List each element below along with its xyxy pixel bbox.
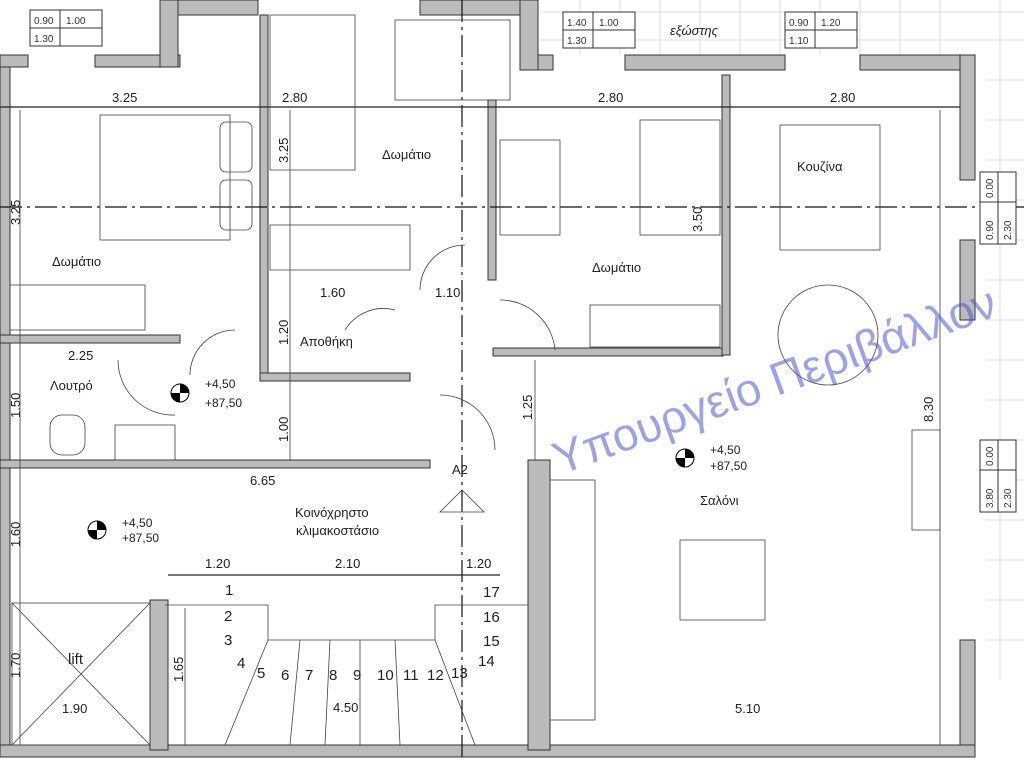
dimension-label: 1.20 bbox=[205, 556, 230, 571]
stair-step-number: 9 bbox=[353, 667, 361, 684]
stair-step-number: 11 bbox=[403, 667, 419, 684]
label: 1.20 bbox=[821, 18, 841, 29]
room-label-balcony: εξώστης bbox=[670, 23, 719, 38]
label: 1.00 bbox=[599, 18, 619, 29]
window-table: 0.00 0.90 2.30 bbox=[979, 171, 1017, 245]
level-value: +4,50 bbox=[710, 443, 741, 457]
level-value: +4,50 bbox=[122, 516, 153, 530]
dimension-label: 1.70 bbox=[8, 653, 23, 678]
window-table: 1.40 1.00 1.30 bbox=[562, 11, 636, 49]
label: 0.00 bbox=[985, 178, 996, 198]
dimension-label: 4.50 bbox=[333, 700, 358, 715]
label: 1.40 bbox=[567, 18, 587, 29]
stair-step-number: 17 bbox=[483, 584, 500, 601]
level-value: +87,50 bbox=[122, 531, 159, 545]
room-labels: Δωμάτιο Δωμάτιο Δωμάτιο Κουζίνα Αποθήκη … bbox=[50, 23, 843, 668]
dimension-label: 3.25 bbox=[276, 138, 291, 163]
room-label-bathroom: Λουτρό bbox=[50, 378, 93, 393]
level-value: +4,50 bbox=[205, 377, 236, 391]
window-tables: 0.90 1.00 1.30 1.40 1.00 1.30 0.90 1.20 1.10 0.00… bbox=[29, 9, 1017, 513]
dimension-label: 1.10 bbox=[435, 285, 460, 300]
dimension-label: 8.30 bbox=[921, 397, 936, 422]
stair-step-number: 15 bbox=[483, 633, 500, 650]
dimension-label: 2.25 bbox=[68, 348, 93, 363]
room-label-living: Σαλόνι bbox=[700, 493, 739, 508]
dimension-label: 1.20 bbox=[276, 320, 291, 345]
label: 0.90 bbox=[34, 16, 54, 27]
window-table: 0.00 3.80 2.30 bbox=[979, 439, 1017, 513]
level-value: +87,50 bbox=[710, 459, 747, 473]
label: 2.30 bbox=[1003, 488, 1014, 508]
label: 1.30 bbox=[34, 34, 54, 45]
level-markers: +4,50 +87,50 +4,50 +87,50 +4,50 +87,50 bbox=[87, 377, 747, 545]
dimension-label: 2.10 bbox=[335, 556, 360, 571]
dimension-label: 1.20 bbox=[466, 556, 491, 571]
stair-step-number: 7 bbox=[305, 667, 313, 684]
label: 0.90 bbox=[985, 220, 996, 240]
label: 1.30 bbox=[567, 36, 587, 47]
dimension-label: 2.80 bbox=[830, 90, 855, 105]
dimension-label: 1.50 bbox=[8, 393, 23, 418]
dimension-label: 1.65 bbox=[171, 657, 186, 682]
label: 0.90 bbox=[789, 18, 809, 29]
stair-step-number: 4 bbox=[237, 655, 245, 672]
label: 0.00 bbox=[985, 446, 996, 466]
section-mark: A2 bbox=[452, 462, 468, 477]
room-label-bedroom: Δωμάτιο bbox=[52, 254, 101, 269]
room-label-kitchen: Κουζίνα bbox=[797, 159, 843, 174]
dimension-label: 1.25 bbox=[520, 395, 535, 420]
stair-step-number: 1 bbox=[225, 582, 233, 599]
label: 1.10 bbox=[789, 36, 809, 47]
label: 1.00 bbox=[66, 16, 86, 27]
dimension-label: 1.90 bbox=[62, 701, 87, 716]
dimension-label: 3.50 bbox=[690, 207, 705, 232]
dimension-label: 3.25 bbox=[112, 90, 137, 105]
walls bbox=[0, 0, 976, 758]
stair-step-number: 10 bbox=[377, 667, 394, 684]
label: 2.30 bbox=[1003, 220, 1014, 240]
stair-step-number: 13 bbox=[451, 665, 468, 682]
dimension-label: 5.10 bbox=[735, 701, 760, 716]
dimension-label: 1.00 bbox=[276, 417, 291, 442]
room-label-bedroom: Δωμάτιο bbox=[382, 147, 431, 162]
dimension-label: 1.60 bbox=[320, 285, 345, 300]
dimension-label: 1.60 bbox=[8, 522, 23, 547]
room-label-lift: lift bbox=[68, 651, 84, 668]
watermark-text: Υπουργείο Περιβάλλον bbox=[546, 276, 1003, 485]
dimension-labels: 3.25 2.80 2.80 2.80 3.25 3.25 3.50 1.60 … bbox=[8, 90, 936, 716]
stair-step-number: 5 bbox=[257, 665, 265, 682]
room-label-stairwell: Κοινόχρηστο bbox=[295, 505, 369, 520]
stair-step-number: 14 bbox=[478, 653, 495, 670]
label: 3.80 bbox=[985, 488, 996, 508]
stair-step-number: 6 bbox=[281, 667, 289, 684]
stair-step-number: 12 bbox=[427, 667, 444, 684]
dimension-label: 2.80 bbox=[282, 90, 307, 105]
furniture bbox=[9, 14, 941, 746]
room-label-bedroom: Δωμάτιο bbox=[592, 260, 641, 275]
stair-step-number: 16 bbox=[483, 609, 500, 626]
stair-step-number: 8 bbox=[329, 667, 337, 684]
stair-step-number: 3 bbox=[224, 632, 232, 649]
dimension-label: 2.80 bbox=[598, 90, 623, 105]
level-value: +87,50 bbox=[205, 396, 242, 410]
stair-step-number: 2 bbox=[224, 608, 232, 625]
window-table: 0.90 1.00 1.30 bbox=[29, 9, 103, 47]
room-label-storage: Αποθήκη bbox=[300, 334, 353, 349]
window-table: 0.90 1.20 1.10 bbox=[784, 11, 858, 49]
dimension-label: 6.65 bbox=[250, 473, 275, 488]
dimension-lines bbox=[19, 110, 941, 745]
room-label-stairwell: κλιμακοστάσιο bbox=[296, 523, 379, 538]
dimension-label: 3.25 bbox=[8, 200, 23, 225]
